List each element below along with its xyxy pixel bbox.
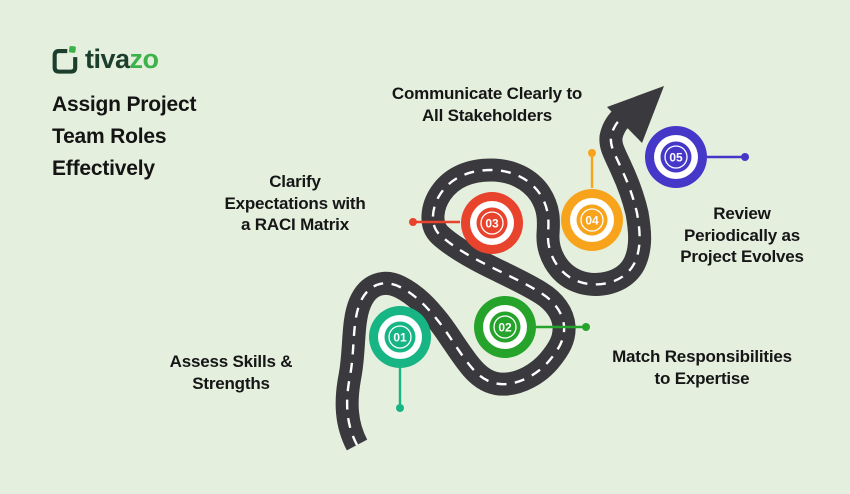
milestone-04-label-line-1: Communicate Clearly to (391, 84, 583, 103)
milestone-04-label: Communicate Clearly to All Stakeholders (372, 83, 602, 126)
milestone-02-dot (582, 323, 590, 331)
milestone-05-label-line-3: Project Evolves (680, 247, 804, 266)
milestone-05-label-line-1: Review (713, 204, 771, 223)
page-title-line-3: Effectively (52, 157, 155, 180)
road-center-dashes (345, 113, 641, 446)
milestone-01-number: 01 (393, 331, 407, 345)
milestone-03-number-ring (480, 211, 504, 235)
winding-road (335, 86, 664, 451)
milestone-04-label-line-2: All Stakeholders (421, 105, 552, 125)
brand-name-prefix: tiva (85, 44, 130, 74)
milestone-05-number-ring (664, 145, 688, 169)
milestone-03-label-line-2: Expectations with (224, 193, 366, 213)
brand-wordmark: tivazo (85, 46, 159, 73)
brand-logo-accent (68, 45, 76, 53)
milestone-04: 04 (561, 149, 623, 251)
milestone-01-label-line-2: Strengths (192, 373, 270, 393)
milestone-01-label: Assess Skills & Strengths (116, 351, 346, 394)
milestone-04-dot (588, 149, 596, 157)
milestone-01-number-ring (388, 325, 412, 349)
milestone-05-number: 05 (669, 151, 683, 165)
brand-logo: tivazo (50, 45, 159, 74)
milestone-05-dot (741, 153, 749, 161)
page-title: Assign Project Team Roles Effectively (52, 89, 196, 185)
milestone-02-label-line-2: to Expertise (654, 368, 750, 388)
milestone-01-dot (396, 404, 404, 412)
milestone-05-label-line-2: Periodically as (683, 225, 801, 245)
milestone-04-number-ring (580, 208, 604, 232)
milestone-04-number: 04 (585, 214, 599, 228)
milestone-05-label: Review Periodically as Project Evolves (647, 203, 837, 268)
milestone-03-number: 03 (485, 217, 499, 231)
page-title-line-2: Team Roles (52, 125, 167, 148)
milestone-03-label: Clarify Expectations with a RACI Matrix (190, 171, 400, 236)
page-title-line-1: Assign Project (52, 93, 197, 116)
milestone-05: 05 (645, 126, 749, 188)
milestone-02-label-line-1: Match Responsibilities (612, 347, 792, 366)
milestone-02-label: Match Responsibilities to Expertise (577, 346, 827, 389)
milestone-01: 01 (369, 306, 431, 412)
milestone-03: 03 (409, 192, 523, 254)
brand-name-suffix: zo (129, 44, 160, 74)
milestone-02-number-ring (493, 315, 517, 339)
milestone-02-number: 02 (498, 321, 512, 335)
milestone-03-label-line-1: Clarify (269, 172, 321, 191)
milestone-03-label-line-3: a RACI Matrix (241, 215, 349, 234)
brand-logo-icon (52, 45, 78, 74)
milestone-03-dot (409, 218, 417, 226)
milestone-01-label-line-1: Assess Skills & (169, 352, 293, 371)
milestone-02: 02 (474, 296, 590, 358)
road-arrow-icon (607, 86, 664, 143)
